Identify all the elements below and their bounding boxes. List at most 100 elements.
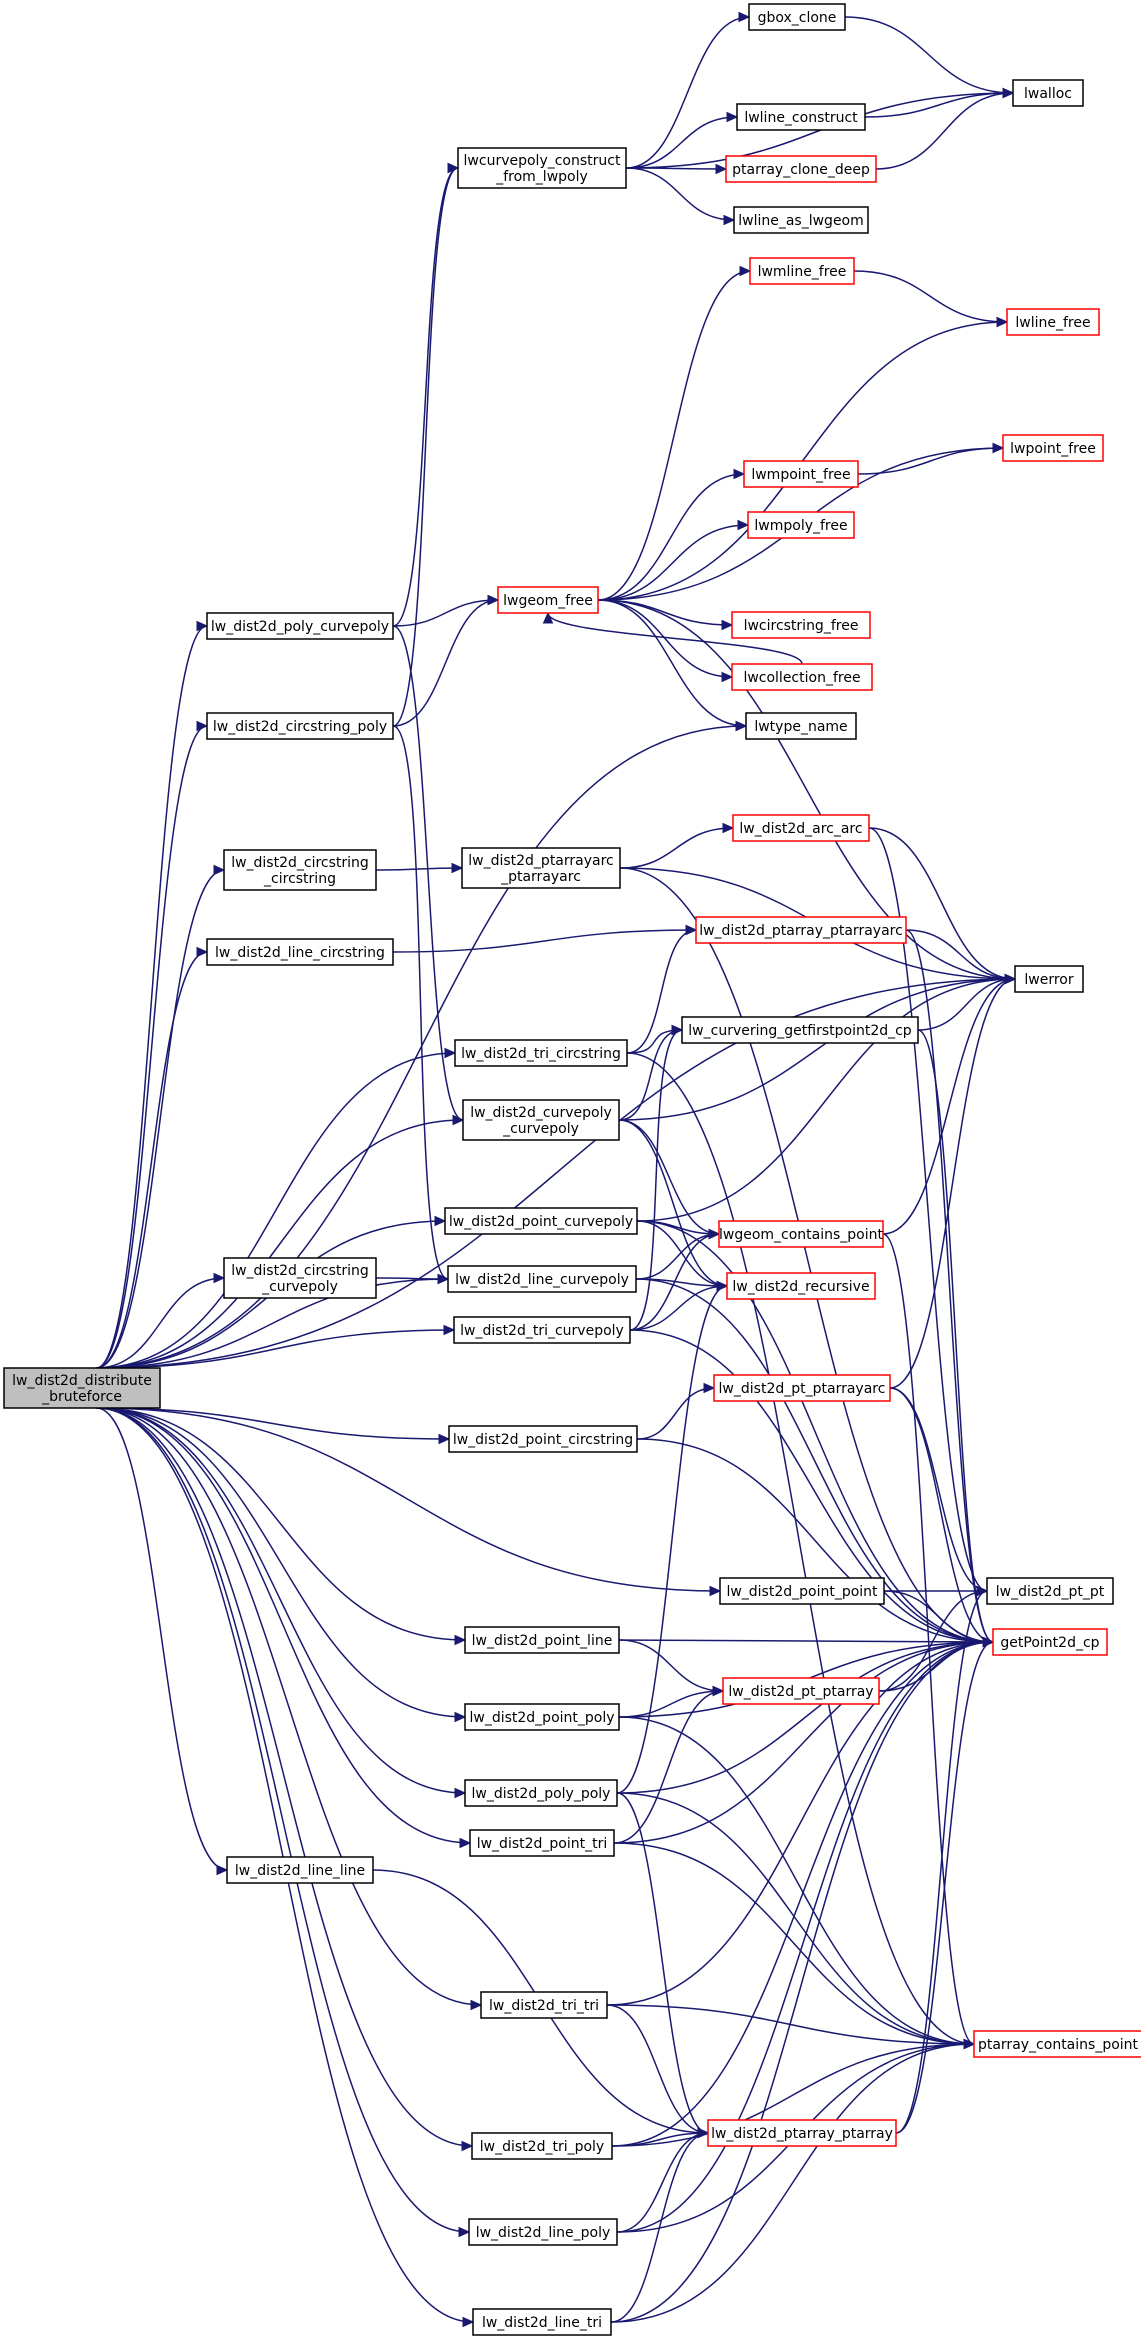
node-lwmpoint-free[interactable]: lwmpoint_free (743, 460, 859, 488)
edge-lw-dist2d-ptarrayarc-ptarrayarc-to-lw-dist2d-arc-arc (619, 827, 734, 869)
node-label: lwpoint_free (1010, 441, 1096, 457)
arrowhead (454, 1711, 467, 1723)
arrowhead (452, 1114, 465, 1126)
edge-lw-dist2d-tri-curvepoly-to-lwgeom-contains-point (629, 1233, 720, 1331)
arrowhead (982, 1636, 995, 1648)
node-lwalloc[interactable]: lwalloc (1012, 79, 1084, 107)
edge-lw-dist2d-pt-ptarray-to-lw-dist2d-pt-pt (878, 1590, 988, 1692)
node-lw-dist2d-ptarray-ptarrayarc[interactable]: lw_dist2d_ptarray_ptarrayarc (695, 916, 907, 944)
node-lwgeom-free[interactable]: lwgeom_free (497, 586, 599, 614)
node-root[interactable]: lw_dist2d_distribute_bruteforce (3, 1367, 161, 1409)
node-lwtype-name[interactable]: lwtype_name (745, 712, 857, 740)
node-lw-dist2d-line-tri[interactable]: lw_dist2d_line_tri (472, 2308, 612, 2336)
node-lw-dist2d-poly-curvepoly[interactable]: lw_dist2d_poly_curvepoly (206, 612, 394, 640)
arrowhead (461, 2140, 474, 2152)
node-lwline-as-lwgeom[interactable]: lwline_as_lwgeom (733, 206, 869, 234)
node-lw-dist2d-tri-curvepoly[interactable]: lw_dist2d_tri_curvepoly (453, 1316, 631, 1344)
node-lw-dist2d-curvepoly-curvepoly[interactable]: lw_dist2d_curvepoly_curvepoly (462, 1099, 620, 1141)
node-getPoint2d-cp[interactable]: getPoint2d_cp (992, 1628, 1108, 1656)
node-box (206, 612, 394, 640)
node-lw-dist2d-circstring-poly[interactable]: lw_dist2d_circstring_poly (206, 712, 394, 740)
node-box (468, 2218, 618, 2246)
arrowhead (737, 519, 750, 531)
node-lw-dist2d-point-curvepoly[interactable]: lw_dist2d_point_curvepoly (444, 1207, 638, 1235)
node-lw-dist2d-recursive[interactable]: lw_dist2d_recursive (726, 1272, 876, 1300)
node-lwpoint-free[interactable]: lwpoint_free (1002, 434, 1104, 462)
arrowhead (963, 2038, 976, 2050)
arrowhead (454, 1787, 467, 1799)
edge-root-to-lw-dist2d-line-circstring (96, 951, 208, 1369)
node-lw-dist2d-tri-poly[interactable]: lw_dist2d_tri_poly (471, 2132, 613, 2160)
node-lwline-free[interactable]: lwline_free (1006, 308, 1100, 336)
node-box (3, 1367, 161, 1409)
node-lw-dist2d-line-poly[interactable]: lw_dist2d_line_poly (468, 2218, 618, 2246)
node-gbox-clone[interactable]: gbox_clone (748, 3, 846, 31)
edge-lw-dist2d-arc-arc-to-lwerror (868, 827, 1016, 980)
node-label: lwgeom_free (503, 593, 593, 609)
node-lw-curvering-getfirstpoint2d-cp[interactable]: lw_curvering_getfirstpoint2d_cp (681, 1016, 919, 1044)
node-lw-dist2d-circstring-circstring[interactable]: lw_dist2d_circstring_circstring (223, 849, 377, 891)
node-lw-dist2d-poly-poly[interactable]: lw_dist2d_poly_poly (464, 1779, 618, 1807)
edge-lw-dist2d-poly-curvepoly-to-lwgeom-free (392, 599, 499, 627)
node-lwgeom-contains-point[interactable]: lwgeom_contains_point (718, 1220, 884, 1248)
node-lw-dist2d-line-line[interactable]: lw_dist2d_line_line (226, 1856, 374, 1884)
node-label: lw_dist2d_circstring_poly (213, 719, 387, 735)
edge-root-to-lw-dist2d-tri-poly (96, 1407, 473, 2147)
edge-lw-dist2d-point-circstring-to-getPoint2d-cp (636, 1438, 994, 1643)
node-lw-dist2d-point-circstring[interactable]: lw_dist2d_point_circstring (448, 1425, 638, 1453)
node-label: lw_dist2d_tri_circstring (461, 1046, 621, 1062)
node-lw-dist2d-line-circstring[interactable]: lw_dist2d_line_circstring (206, 938, 394, 966)
edge-lw-dist2d-tri-curvepoly-to-lw-curvering-getfirstpoint2d-cp (629, 1029, 683, 1331)
node-lw-dist2d-line-curvepoly[interactable]: lw_dist2d_line_curvepoly (447, 1265, 637, 1293)
node-lw-dist2d-tri-tri[interactable]: lw_dist2d_tri_tri (480, 1991, 608, 2019)
node-label: lwcircstring_free (744, 618, 859, 634)
edge-lwgeom-free-to-lwmline-free (597, 270, 751, 601)
edge-lw-dist2d-tri-circstring-to-lw-curvering-getfirstpoint2d-cp (626, 1029, 683, 1054)
node-label: lw_dist2d_curvepoly (470, 1105, 612, 1121)
edge-lw-dist2d-tri-curvepoly-to-lw-dist2d-recursive (629, 1285, 728, 1331)
node-label: lwtype_name (754, 719, 847, 735)
edge-lw-dist2d-line-poly-to-lw-dist2d-ptarray-ptarray (616, 2132, 709, 2233)
edge-lw-dist2d-circstring-curvepoly-to-lw-dist2d-line-curvepoly (375, 1277, 449, 1280)
node-label: lwline_as_lwgeom (738, 213, 864, 229)
node-box (719, 1577, 885, 1605)
node-lw-dist2d-point-point[interactable]: lw_dist2d_point_point (719, 1577, 885, 1605)
node-lwcircstring-free[interactable]: lwcircstring_free (731, 611, 871, 639)
node-label: lwalloc (1024, 86, 1072, 102)
node-lw-dist2d-ptarrayarc-ptarrayarc[interactable]: lw_dist2d_ptarrayarc_ptarrayarc (461, 847, 621, 889)
node-ptarray-clone-deep[interactable]: ptarray_clone_deep (725, 155, 877, 183)
node-lwmpoly-free[interactable]: lwmpoly_free (747, 511, 855, 539)
node-lwmline-free[interactable]: lwmline_free (749, 257, 855, 285)
node-box (444, 1207, 638, 1235)
arrowhead (196, 620, 209, 632)
node-box (464, 1703, 620, 1731)
node-lw-dist2d-tri-circstring[interactable]: lw_dist2d_tri_circstring (454, 1039, 628, 1067)
edge-lwcurvepoly-construct-to-lwline-as-lwgeom (625, 167, 735, 221)
node-lw-dist2d-pt-ptarray[interactable]: lw_dist2d_pt_ptarray (722, 1677, 880, 1705)
node-lw-dist2d-point-line[interactable]: lw_dist2d_point_line (464, 1626, 620, 1654)
node-lw-dist2d-ptarray-ptarray[interactable]: lw_dist2d_ptarray_ptarray (707, 2119, 897, 2147)
node-lw-dist2d-pt-ptarrayarc[interactable]: lw_dist2d_pt_ptarrayarc (713, 1374, 891, 1402)
node-lwcurvepoly-construct[interactable]: lwcurvepoly_construct_from_lwpoly (457, 147, 627, 189)
node-box (480, 1991, 608, 2019)
node-lwerror[interactable]: lwerror (1014, 965, 1084, 993)
edge-lw-dist2d-point-line-to-getPoint2d-cp (618, 1639, 994, 1643)
arrowhead (739, 265, 752, 277)
node-lw-dist2d-point-poly[interactable]: lw_dist2d_point_poly (464, 1703, 620, 1731)
edge-root-to-lw-dist2d-line-poly (96, 1407, 470, 2233)
node-lw-dist2d-point-tri[interactable]: lw_dist2d_point_tri (469, 1829, 615, 1857)
edge-lw-curvering-getfirstpoint2d-cp-to-lwerror (917, 978, 1016, 1031)
node-label: lw_dist2d_line_circstring (215, 945, 385, 961)
node-lw-dist2d-circstring-curvepoly[interactable]: lw_dist2d_circstring_curvepoly (223, 1257, 377, 1299)
node-label: lw_dist2d_poly_curvepoly (211, 619, 389, 635)
node-box (206, 712, 394, 740)
node-ptarray-contains-point[interactable]: ptarray_contains_point (973, 2030, 1141, 2058)
edge-lw-dist2d-curvepoly-curvepoly-to-lw-dist2d-recursive (618, 1119, 728, 1287)
node-lw-dist2d-arc-arc[interactable]: lw_dist2d_arc_arc (732, 814, 870, 842)
node-lwcollection-free[interactable]: lwcollection_free (731, 663, 873, 691)
arrowhead (722, 822, 735, 834)
node-lw-dist2d-pt-pt[interactable]: lw_dist2d_pt_pt (986, 1577, 1114, 1605)
arrowhead (708, 1228, 721, 1240)
node-lwline-construct[interactable]: lwline_construct (736, 103, 866, 131)
edge-lwline-construct-to-lwalloc (864, 92, 1014, 118)
